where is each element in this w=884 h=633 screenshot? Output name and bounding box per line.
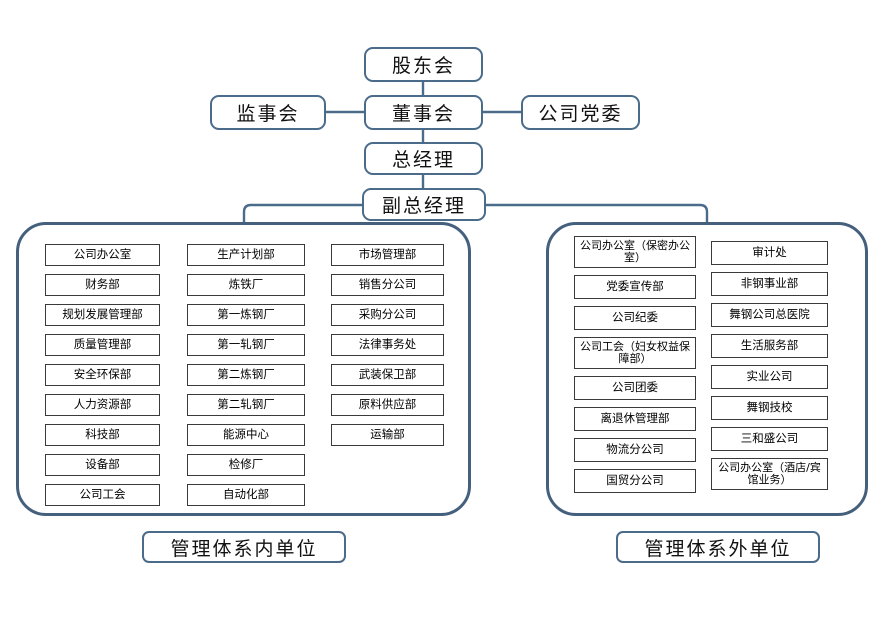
- org-unit-box[interactable]: 非钢事业部: [711, 272, 828, 296]
- org-unit-box[interactable]: 采购分公司: [331, 304, 444, 326]
- org-unit-box[interactable]: 生活服务部: [711, 334, 828, 358]
- external-column-1: 公司办公室（保密办公室） 党委宣传部公司纪委公司工会（妇女权益保障部） 公司团委离退…: [574, 236, 696, 500]
- org-unit-box[interactable]: 炼铁厂: [187, 274, 305, 296]
- wire-vgm-external: [484, 203, 709, 224]
- org-unit-box[interactable]: 规划发展管理部: [45, 304, 160, 326]
- org-unit-box[interactable]: 运输部: [331, 424, 444, 446]
- org-unit-box[interactable]: 公司办公室（保密办公室）: [574, 236, 696, 268]
- org-unit-box[interactable]: 市场管理部: [331, 244, 444, 266]
- node-company-party-committee[interactable]: 公司党委: [521, 95, 640, 130]
- org-unit-box[interactable]: 公司工会（妇女权益保障部）: [574, 337, 696, 369]
- internal-column-3: 市场管理部销售分公司采购分公司法律事务处武装保卫部原料供应部运输部: [331, 244, 444, 454]
- org-unit-box[interactable]: 财务部: [45, 274, 160, 296]
- group-internal-management-system: [16, 222, 471, 516]
- org-unit-box[interactable]: 销售分公司: [331, 274, 444, 296]
- org-unit-box[interactable]: 公司办公室: [45, 244, 160, 266]
- org-unit-box[interactable]: 质量管理部: [45, 334, 160, 356]
- node-board-of-supervisors[interactable]: 监事会: [210, 95, 326, 130]
- org-unit-box[interactable]: 第一轧钢厂: [187, 334, 305, 356]
- org-unit-box[interactable]: 自动化部: [187, 484, 305, 506]
- node-general-manager[interactable]: 总经理: [364, 142, 483, 175]
- node-deputy-general-manager[interactable]: 副总经理: [362, 188, 486, 221]
- org-unit-box[interactable]: 武装保卫部: [331, 364, 444, 386]
- internal-column-1: 公司办公室财务部规划发展管理部质量管理部安全环保部人力资源部科技部设备部公司工会: [45, 244, 160, 514]
- org-unit-box[interactable]: 三和盛公司: [711, 427, 828, 451]
- org-unit-box[interactable]: 公司工会: [45, 484, 160, 506]
- org-unit-box[interactable]: 实业公司: [711, 365, 828, 389]
- org-unit-box[interactable]: 物流分公司: [574, 438, 696, 462]
- node-shareholders-meeting[interactable]: 股东会: [364, 47, 483, 82]
- org-unit-box[interactable]: 科技部: [45, 424, 160, 446]
- org-unit-box[interactable]: 生产计划部: [187, 244, 305, 266]
- org-unit-box[interactable]: 设备部: [45, 454, 160, 476]
- org-unit-box[interactable]: 原料供应部: [331, 394, 444, 416]
- org-unit-box[interactable]: 国贸分公司: [574, 469, 696, 493]
- org-unit-box[interactable]: 第二轧钢厂: [187, 394, 305, 416]
- wire-vgm-internal: [242, 203, 364, 224]
- caption-external-units: 管理体系外单位: [616, 531, 820, 563]
- org-unit-box[interactable]: 舞钢技校: [711, 396, 828, 420]
- org-unit-box[interactable]: 审计处: [711, 241, 828, 265]
- org-unit-box[interactable]: 第二炼钢厂: [187, 364, 305, 386]
- org-unit-box[interactable]: 公司团委: [574, 376, 696, 400]
- org-unit-box[interactable]: 法律事务处: [331, 334, 444, 356]
- org-unit-box[interactable]: 检修厂: [187, 454, 305, 476]
- internal-column-2: 生产计划部炼铁厂第一炼钢厂第一轧钢厂第二炼钢厂第二轧钢厂能源中心检修厂自动化部: [187, 244, 305, 514]
- org-unit-box[interactable]: 公司办公室（酒店/宾馆业务）: [711, 458, 828, 490]
- org-unit-box[interactable]: 第一炼钢厂: [187, 304, 305, 326]
- org-unit-box[interactable]: 能源中心: [187, 424, 305, 446]
- node-board-of-directors[interactable]: 董事会: [364, 95, 483, 130]
- group-external-management-system: [546, 222, 868, 516]
- caption-internal-units: 管理体系内单位: [142, 531, 346, 563]
- org-unit-box[interactable]: 公司纪委: [574, 306, 696, 330]
- org-unit-box[interactable]: 安全环保部: [45, 364, 160, 386]
- org-unit-box[interactable]: 舞钢公司总医院: [711, 303, 828, 327]
- org-unit-box[interactable]: 人力资源部: [45, 394, 160, 416]
- org-unit-box[interactable]: 离退休管理部: [574, 407, 696, 431]
- org-unit-box[interactable]: 党委宣传部: [574, 275, 696, 299]
- external-column-2: 审计处非钢事业部舞钢公司总医院生活服务部实业公司舞钢技校三和盛公司公司办公室（酒…: [711, 241, 828, 497]
